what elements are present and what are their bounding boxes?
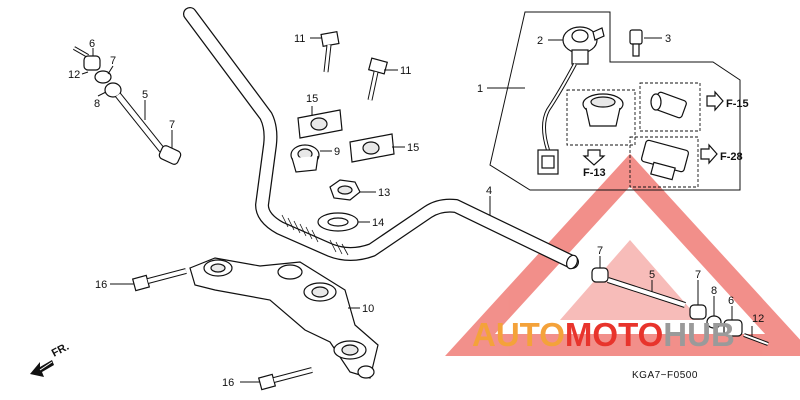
watermark-text: AUTOMOTOHUB [472, 316, 735, 353]
callout-3: 3 [665, 33, 671, 45]
leader-lines [81, 37, 753, 383]
callout-7-mid-left: 7 [169, 119, 175, 131]
front-label: FR. [50, 341, 71, 360]
callout-1: 1 [477, 83, 483, 95]
callout-12-left: 12 [68, 69, 80, 81]
callout-7-upper-left: 7 [110, 55, 116, 67]
washer [317, 212, 359, 232]
callout-8-left: 8 [94, 98, 100, 110]
ref-f15: F-15 [726, 98, 749, 110]
ignition-switch-box [489, 11, 741, 191]
callout-16-upper: 16 [95, 279, 107, 291]
front-arrow-icon [30, 360, 54, 377]
bolt-16-lower [257, 367, 313, 391]
callout-5-left: 5 [142, 89, 148, 101]
callout-11-right: 11 [400, 65, 411, 77]
callout-15-left: 15 [306, 93, 318, 105]
watermark-moto: MOTO [565, 316, 663, 353]
callout-14: 14 [372, 217, 384, 229]
callout-11-left: 11 [294, 33, 305, 45]
bolt-11-right [367, 57, 389, 101]
bolt-16-upper [131, 268, 187, 292]
callout-10: 10 [362, 303, 374, 315]
callout-9: 9 [334, 146, 340, 158]
rubber-bushing [290, 144, 320, 173]
callout-4: 4 [486, 185, 492, 197]
callout-12-right: 12 [752, 313, 764, 325]
callout-7-right-a: 7 [597, 245, 603, 257]
nut [329, 179, 361, 201]
watermark-auto: AUTO [472, 316, 565, 353]
callout-2: 2 [537, 35, 543, 47]
callout-6-left: 6 [89, 38, 95, 50]
ref-f13: F-13 [583, 167, 606, 179]
left-bar-end-set [73, 46, 182, 165]
callout-8-right: 8 [711, 285, 717, 297]
ref-f28: F-28 [720, 151, 743, 163]
watermark-hub: HUB [663, 316, 735, 353]
diagram-code: KGA7−F0500 [632, 370, 698, 381]
upper-holder-right [349, 133, 395, 163]
callout-5-right: 5 [649, 269, 655, 281]
callout-16-lower: 16 [222, 377, 234, 389]
callout-6-right: 6 [728, 295, 734, 307]
callout-13: 13 [378, 187, 390, 199]
upper-holder-left [297, 109, 343, 139]
handlebar [183, 7, 579, 270]
callout-7-right-b: 7 [695, 269, 701, 281]
bolt-11-left [320, 31, 340, 73]
callout-15-right: 15 [407, 142, 419, 154]
right-bar-end-set [591, 267, 769, 346]
lower-holder [189, 257, 379, 379]
